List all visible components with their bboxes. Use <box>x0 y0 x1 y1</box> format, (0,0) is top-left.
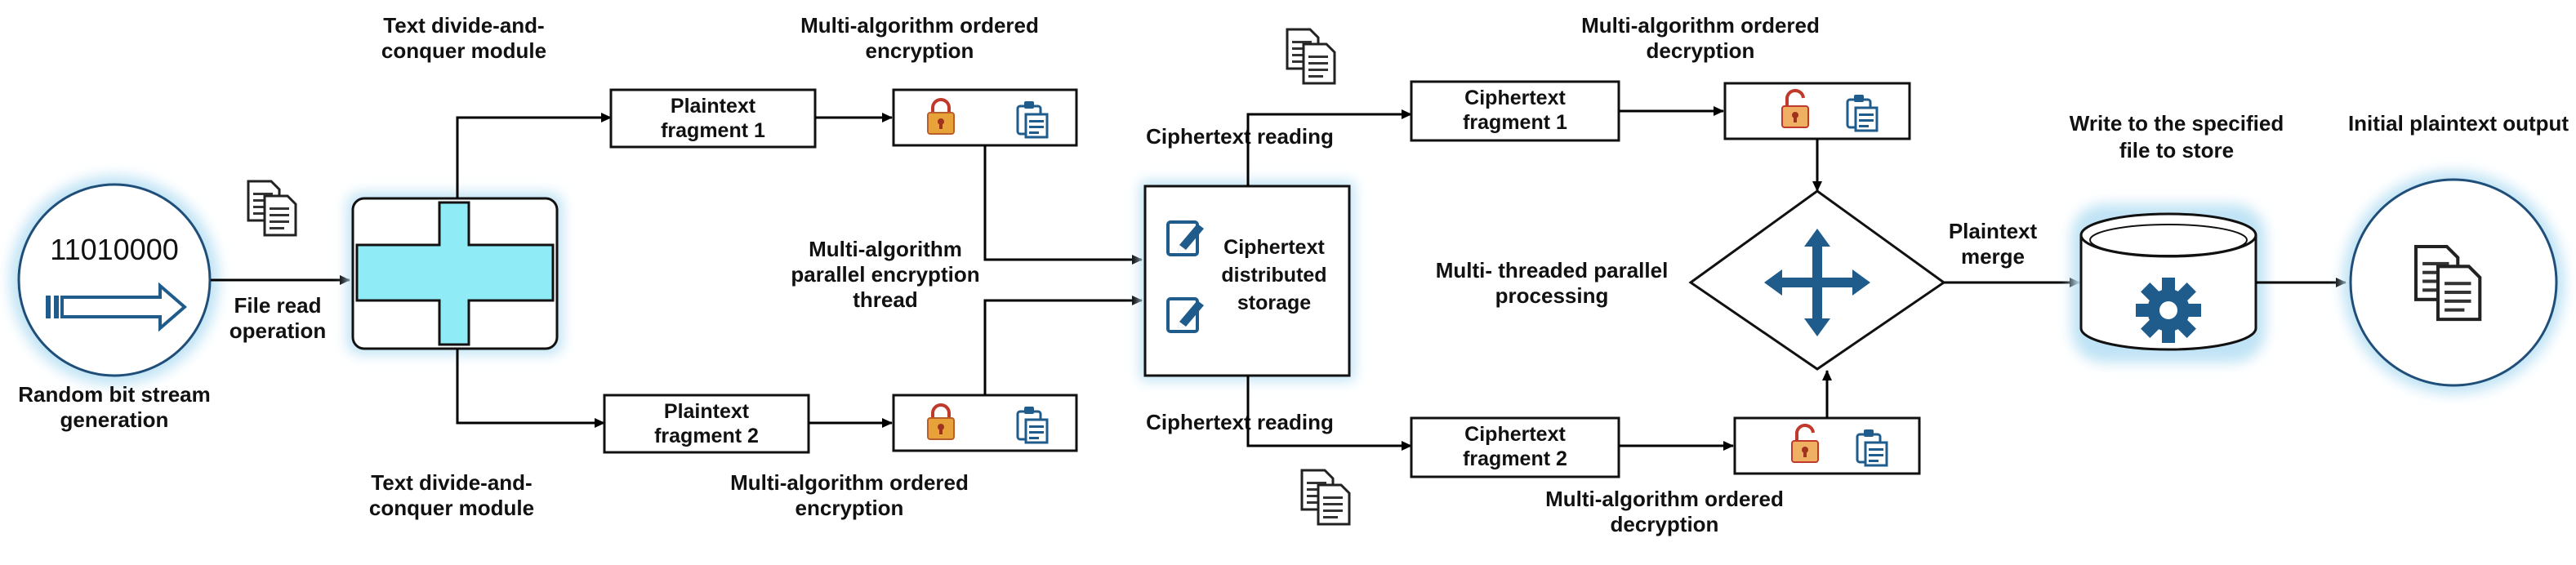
parallel-label-1: Multi- threaded parallel <box>1436 258 1669 282</box>
decryption-top-label-2: decryption <box>1647 38 1755 63</box>
write-store-label-2: file to store <box>2119 138 2234 162</box>
plaintext-fragment-2-line-2: fragment 2 <box>654 425 759 447</box>
random-bit-stream-label-1: Random bit stream <box>18 382 211 407</box>
decryption-box-bottom <box>1733 416 1921 475</box>
split-arrow-top <box>456 113 612 198</box>
plaintext-fragment-1-line-1: Plaintext <box>671 95 756 118</box>
ciphertext-distributed-storage: Ciphertext distributed storage <box>1140 181 1354 380</box>
file-read-label-1: File read <box>234 293 322 318</box>
storage-label-1: Ciphertext <box>1223 236 1325 259</box>
divide-conquer-bottom-label-2: conquer module <box>369 496 534 520</box>
text-divide-conquer-module <box>347 193 563 354</box>
divide-conquer-bottom-label-1: Text divide-and- <box>371 470 532 495</box>
plaintext-output-node <box>2342 171 2565 394</box>
storage-label-3: storage <box>1237 291 1311 314</box>
encryption-bottom-label-1: Multi-algorithm ordered <box>730 470 969 495</box>
bit-string: 11010000 <box>50 233 179 266</box>
encryption-top-label-1: Multi-algorithm ordered <box>800 13 1039 38</box>
gear-icon <box>2136 278 2201 343</box>
divide-conquer-top-label-2: conquer module <box>381 38 546 63</box>
encryption-box-bottom <box>892 394 1078 452</box>
edit-icon <box>1166 220 1206 256</box>
random-bit-stream-node: 11010000 <box>10 176 219 385</box>
decryption-top-label-1: Multi-algorithm ordered <box>1581 13 1820 38</box>
plaintext-merge-label-1: Plaintext <box>1949 219 2038 243</box>
ciphertext-fragment-2-line-2: fragment 2 <box>1463 447 1567 470</box>
storage-to-cipher-arrow-top <box>1246 109 1412 186</box>
split-arrow-bottom <box>456 349 605 428</box>
file-read-label-2: operation <box>230 318 326 343</box>
storage-to-cipher-arrow-bottom <box>1246 376 1412 451</box>
plaintext-fragment-1-line-2: fragment 1 <box>661 119 765 142</box>
ciphertext-fragment-2: Ciphertext fragment 2 <box>1410 416 1620 478</box>
initial-plaintext-output-label: Initial plaintext output <box>2348 111 2569 136</box>
plaintext-fragment-1: Plaintext fragment 1 <box>609 88 817 149</box>
ciphertext-reading-top: Ciphertext reading <box>1146 124 1334 149</box>
encryption-thread-label-3: thread <box>853 287 917 312</box>
encryption-box-top <box>892 88 1078 147</box>
encryption-thread-label-2: parallel encryption <box>791 262 979 287</box>
write-store-label-1: Write to the specified <box>2070 111 2284 136</box>
plaintext-fragment-2-line-1: Plaintext <box>664 400 750 423</box>
file-store-database <box>2071 204 2266 363</box>
parallel-label-2: processing <box>1495 283 1609 308</box>
divide-conquer-top-label-1: Text divide-and- <box>383 13 544 38</box>
decryption-bottom-label-1: Multi-algorithm ordered <box>1545 487 1784 511</box>
arrow-right-icon <box>46 282 188 332</box>
encrypt-to-storage-arrow-bottom <box>983 296 1143 395</box>
documents-icon <box>1302 470 1349 524</box>
plaintext-merge-label-2: merge <box>1961 244 2025 269</box>
storage-label-2: distributed <box>1221 264 1326 287</box>
documents-icon <box>248 181 296 235</box>
encryption-thread-label-1: Multi-algorithm <box>809 237 962 261</box>
decryption-bottom-label-2: decryption <box>1611 512 1719 536</box>
ciphertext-fragment-2-line-1: Ciphertext <box>1464 423 1566 446</box>
decryption-box-top <box>1723 82 1911 140</box>
random-bit-stream-label-2: generation <box>60 407 169 432</box>
ciphertext-fragment-1-line-2: fragment 1 <box>1463 111 1567 134</box>
ciphertext-reading-bottom: Ciphertext reading <box>1146 410 1334 434</box>
encryption-top-label-2: encryption <box>866 38 974 63</box>
move-arrows-icon <box>1764 229 1870 336</box>
edit-icon <box>1166 297 1206 333</box>
ciphertext-fragment-1: Ciphertext fragment 1 <box>1410 80 1620 142</box>
documents-icon <box>1287 29 1335 83</box>
encrypt-to-storage-arrow-top <box>983 145 1143 265</box>
encryption-bottom-label-2: encryption <box>796 496 904 520</box>
ciphertext-fragment-1-line-1: Ciphertext <box>1464 87 1566 109</box>
plaintext-fragment-2: Plaintext fragment 2 <box>603 394 810 454</box>
parallel-processing-node <box>1688 189 1946 371</box>
